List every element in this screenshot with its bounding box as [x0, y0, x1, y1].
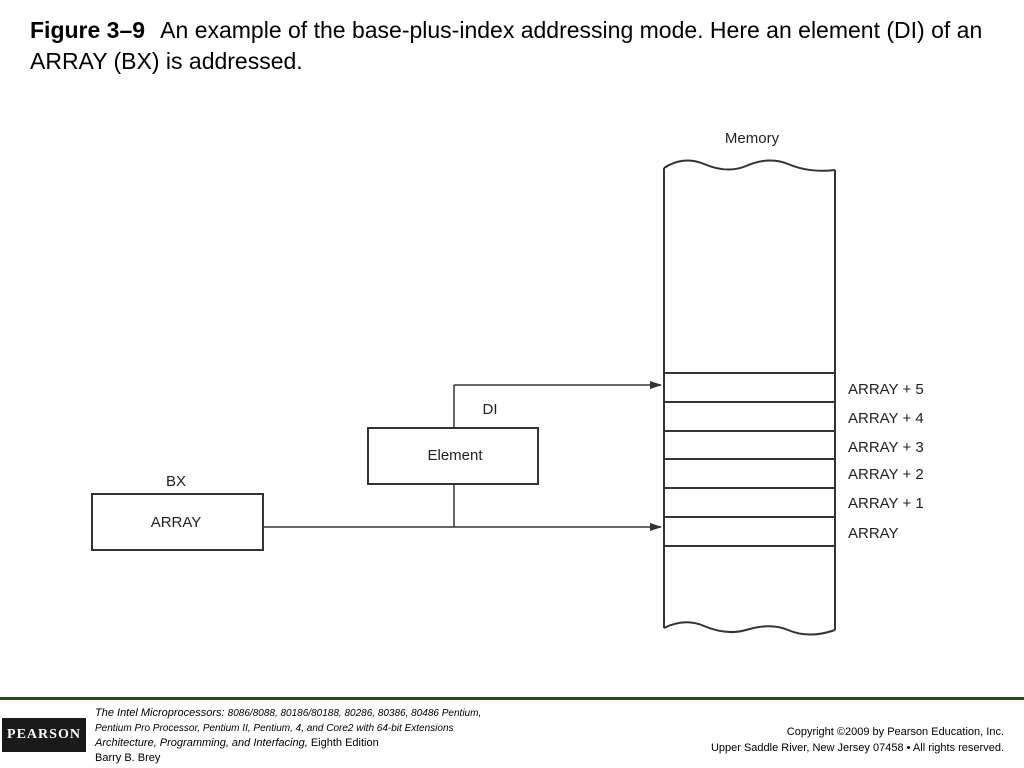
- bx-register-box: [91, 493, 264, 551]
- slide-title: Figure 3–9 An example of the base-plus-i…: [30, 15, 1000, 77]
- copyright-notice: Copyright ©2009 by Pearson Education, In…: [711, 724, 1004, 756]
- logo-text: PEARSON: [7, 727, 81, 742]
- element-register-box: [367, 427, 539, 485]
- copyright-line-1: Copyright ©2009 by Pearson Education, In…: [786, 726, 1004, 738]
- addressing-diagram: Memory ARRAY + 5 ARRAY + 4 ARRAY + 3 ARR…: [91, 130, 924, 636]
- memory-label: Memory: [725, 130, 780, 147]
- cell-label-array-plus-5: ARRAY + 5: [848, 381, 924, 398]
- book-author: Barry B. Brey: [95, 752, 161, 764]
- figure-caption: An example of the base-plus-index addres…: [30, 17, 983, 74]
- book-models: 8086/8088, 80186/80188, 80286, 80386, 80…: [227, 708, 482, 719]
- cell-label-array-plus-2: ARRAY + 2: [848, 466, 924, 483]
- bx-label: BX: [166, 473, 186, 490]
- book-title-line: The Intel Microprocessors: 8086/8088, 80…: [95, 706, 481, 721]
- book-subtitle: Architecture, Programming, and Interfaci…: [95, 737, 308, 749]
- memory-bottom-edge: [663, 621, 836, 636]
- book-subtitle-line: Architecture, Programming, and Interfaci…: [95, 736, 481, 751]
- cell-label-array-plus-3: ARRAY + 3: [848, 439, 924, 456]
- copyright-line-2: Upper Saddle River, New Jersey 07458 • A…: [710, 742, 1004, 754]
- cell-label-array-plus-1: ARRAY + 1: [848, 495, 924, 512]
- book-citation: The Intel Microprocessors: 8086/8088, 80…: [95, 706, 481, 766]
- figure-number: Figure 3–9: [30, 17, 146, 43]
- cell-label-array: ARRAY: [848, 525, 899, 542]
- book-models-line-2: Pentium Pro Processor, Pentium II, Penti…: [95, 723, 454, 734]
- memory-cells: [664, 372, 835, 547]
- element-label: Element: [427, 447, 483, 464]
- book-title: The Intel Microprocessors:: [95, 707, 225, 719]
- pearson-logo: PEARSON: [2, 718, 86, 752]
- memory-top-edge: [663, 159, 836, 172]
- bx-array-label: ARRAY: [151, 514, 202, 531]
- cell-label-array-plus-4: ARRAY + 4: [848, 410, 924, 427]
- di-label: DI: [483, 401, 498, 418]
- book-edition: Eighth Edition: [310, 737, 379, 749]
- footer-divider: [0, 697, 1024, 700]
